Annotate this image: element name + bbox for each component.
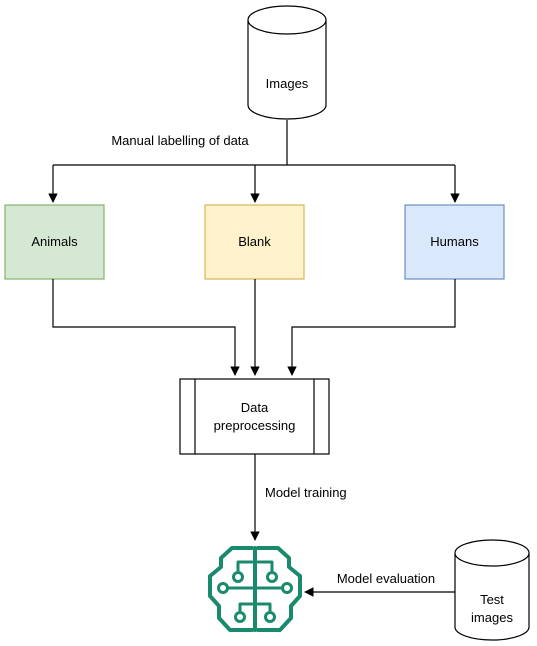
animals-label: Animals (31, 234, 78, 249)
test-images-label-line1: Test (480, 592, 504, 607)
edge-humans-to-preprocessing (287, 279, 456, 376)
blank-box: Blank (204, 204, 305, 280)
blank-label: Blank (238, 234, 271, 249)
test-images-label-line2: images (471, 610, 513, 625)
preprocessing-box: Data preprocessing (179, 378, 330, 455)
edge-label-labelling: Manual labelling of data (111, 133, 249, 148)
edge-label-evaluation: Model evaluation (337, 571, 435, 586)
images-label: Images (266, 76, 309, 91)
animals-box: Animals (4, 204, 105, 280)
humans-box: Humans (404, 204, 505, 280)
test-images-database: Test images (454, 539, 530, 641)
preprocessing-label-line1: Data (241, 400, 269, 415)
edge-animals-to-preprocessing (52, 279, 240, 376)
preprocessing-label-line2: preprocessing (214, 418, 296, 433)
images-database: Images (247, 5, 327, 120)
edge-label-training: Model training (265, 485, 347, 500)
brain-circuit-icon (208, 546, 302, 632)
humans-label: Humans (430, 234, 479, 249)
